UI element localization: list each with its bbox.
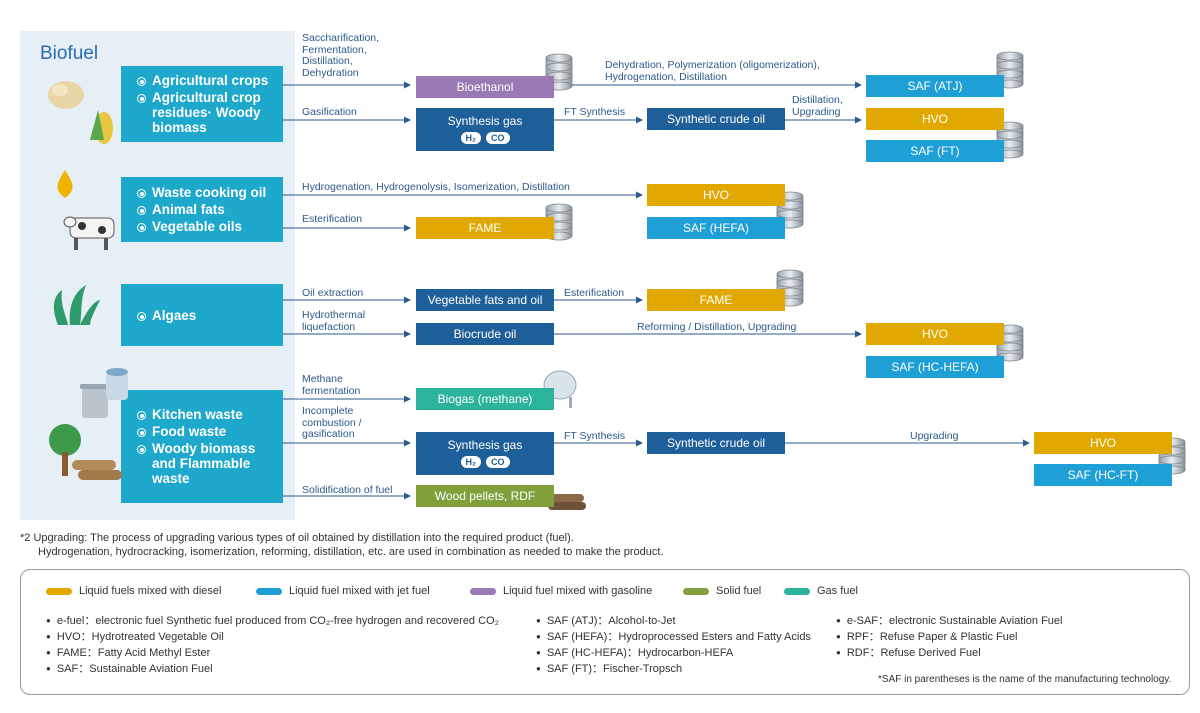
abbr-saf: SAF：Sustainable Aviation Fuel xyxy=(46,660,213,676)
box-saf-ft: SAF (FT) xyxy=(866,140,1004,162)
abbr-saf-hc-hefa: SAF (HC-HEFA)：Hydrocarbon-HEFA xyxy=(536,644,733,660)
box-synthesis-gas: Synthesis gas H₂ CO xyxy=(416,432,554,475)
abbr-saf-atj: SAF (ATJ)：Alcohol-to-Jet xyxy=(536,612,676,628)
label-hydrogenation: Hydrogenation, Hydrogenolysis, Isomeriza… xyxy=(302,181,570,193)
abbr-hvo: HVO：Hydrotreated Vegetable Oil xyxy=(46,628,224,644)
tree-logs-icon xyxy=(49,424,122,480)
box-hvo: HVO xyxy=(647,184,785,206)
label-oil-extraction: Oil extraction xyxy=(302,287,364,299)
legend-swatch xyxy=(683,587,709,595)
legend-swatch xyxy=(470,587,496,595)
label-reforming: Reforming / Distillation, Upgrading xyxy=(637,321,797,333)
label-esterification: Esterification xyxy=(302,213,363,225)
legend-gasoline: Liquid fuel mixed with gasoline xyxy=(470,585,652,597)
co-pill: CO xyxy=(486,132,510,144)
label-gasification: Gasification xyxy=(302,106,357,118)
box-saf-hefa: SAF (HEFA) xyxy=(647,217,785,239)
trash-bin-icon xyxy=(80,368,128,418)
box-hvo: HVO xyxy=(866,323,1004,345)
abbr-e-fuel: e-fuel：electronic fuel Synthetic fuel pr… xyxy=(46,612,499,628)
abbr-rdf: RDF：Refuse Derived Fuel xyxy=(836,644,981,660)
box-synthesis-gas: Synthesis gas H₂ CO xyxy=(416,108,554,151)
legend-swatch xyxy=(46,587,72,595)
saf-note: *SAF in parentheses is the name of the m… xyxy=(878,674,1172,685)
cow-icon xyxy=(63,216,115,250)
source-item: Algaes xyxy=(137,308,283,323)
source-waste: Kitchen waste Food waste Woody biomass a… xyxy=(121,390,283,503)
legend-diesel: Liquid fuels mixed with diesel xyxy=(46,585,221,597)
abbr-fame: FAME：Fatty Acid Methyl Ester xyxy=(46,644,210,660)
box-biocrude-oil: Biocrude oil xyxy=(416,323,554,345)
box-saf-atj: SAF (ATJ) xyxy=(866,75,1004,97)
legend-label: Liquid fuel mixed with gasoline xyxy=(503,585,653,597)
footnote-line-1: *2 Upgrading: The process of upgrading v… xyxy=(20,532,574,544)
co-pill: CO xyxy=(486,456,510,468)
box-bioethanol: Bioethanol xyxy=(416,76,554,98)
legend-gas: Gas fuel xyxy=(784,585,858,597)
oil-drop-icon xyxy=(57,170,73,198)
source-item: Kitchen waste xyxy=(137,407,283,422)
synthesis-gas-label: Synthesis gas xyxy=(447,114,523,128)
panel-title: Biofuel xyxy=(40,43,99,64)
box-biogas: Biogas (methane) xyxy=(416,388,554,410)
source-item: Agricultural crops xyxy=(137,73,283,88)
legend-label: Liquid fuels mixed with diesel xyxy=(79,585,222,597)
box-synthetic-crude-oil: Synthetic crude oil xyxy=(647,108,785,130)
crops-icon xyxy=(48,81,113,144)
legend-label: Gas fuel xyxy=(817,585,858,597)
abbr-saf-hefa: SAF (HEFA)：Hydroprocessed Esters and Fat… xyxy=(536,628,811,644)
box-vegetable-fats-oil: Vegetable fats and oil xyxy=(416,289,554,311)
source-item: Food waste xyxy=(137,424,283,439)
label-distillation-upgrading: Distillation,Upgrading xyxy=(792,94,843,118)
label-upgrading: Upgrading xyxy=(910,430,959,442)
label-ft-synthesis: FT Synthesis xyxy=(564,106,626,118)
source-oils-fats: Waste cooking oil Animal fats Vegetable … xyxy=(121,177,283,242)
label-solidification: Solidification of fuel xyxy=(302,484,393,496)
abbr-saf-ft: SAF (FT)：Fischer-Tropsch xyxy=(536,660,682,676)
legend-jet: Liquid fuel mixed with jet fuel xyxy=(256,585,430,597)
legend-solid: Solid fuel xyxy=(683,585,761,597)
legend-box xyxy=(20,569,1190,695)
box-hvo: HVO xyxy=(1034,432,1172,454)
source-item: Animal fats xyxy=(137,202,283,217)
box-saf-hc-hefa: SAF (HC-HEFA) xyxy=(866,356,1004,378)
label-esterification: Esterification xyxy=(564,287,625,299)
box-fame: FAME xyxy=(416,217,554,239)
box-wood-pellets-rdf: Wood pellets, RDF xyxy=(416,485,554,507)
source-algae: Algaes xyxy=(121,284,283,346)
source-item: Waste cooking oil xyxy=(137,185,283,200)
legend-label: Liquid fuel mixed with jet fuel xyxy=(289,585,430,597)
label-dehydration-polymerization: Dehydration, Polymerization (oligomeriza… xyxy=(605,59,820,83)
legend-swatch xyxy=(256,587,282,595)
label-saccharification: Saccharification,Fermentation,Distillati… xyxy=(302,32,380,79)
abbr-e-saf: e-SAF：electronic Sustainable Aviation Fu… xyxy=(836,612,1063,628)
source-agricultural: Agricultural crops Agricultural crop res… xyxy=(121,66,283,142)
wood-pellets-icon xyxy=(544,494,586,510)
legend-swatch xyxy=(784,587,810,595)
box-synthetic-crude-oil: Synthetic crude oil xyxy=(647,432,785,454)
label-ft-synthesis: FT Synthesis xyxy=(564,430,626,442)
footnote-line-2: Hydrogenation, hydrocracking, isomerizat… xyxy=(38,546,664,558)
seaweed-icon xyxy=(53,285,100,325)
source-item: Woody biomass and Flammable waste xyxy=(137,441,283,486)
source-item: Vegetable oils xyxy=(137,219,283,234)
box-hvo: HVO xyxy=(866,108,1004,130)
h2-pill: H₂ xyxy=(460,132,481,144)
box-fame: FAME xyxy=(647,289,785,311)
box-saf-hc-ft: SAF (HC-FT) xyxy=(1034,464,1172,486)
h2-pill: H₂ xyxy=(460,456,481,468)
legend-label: Solid fuel xyxy=(716,585,762,597)
synthesis-gas-label: Synthesis gas xyxy=(447,438,523,452)
abbr-rpf: RPF：Refuse Paper & Plastic Fuel xyxy=(836,628,1018,644)
source-item: Agricultural crop residues· Woody biomas… xyxy=(137,90,283,135)
